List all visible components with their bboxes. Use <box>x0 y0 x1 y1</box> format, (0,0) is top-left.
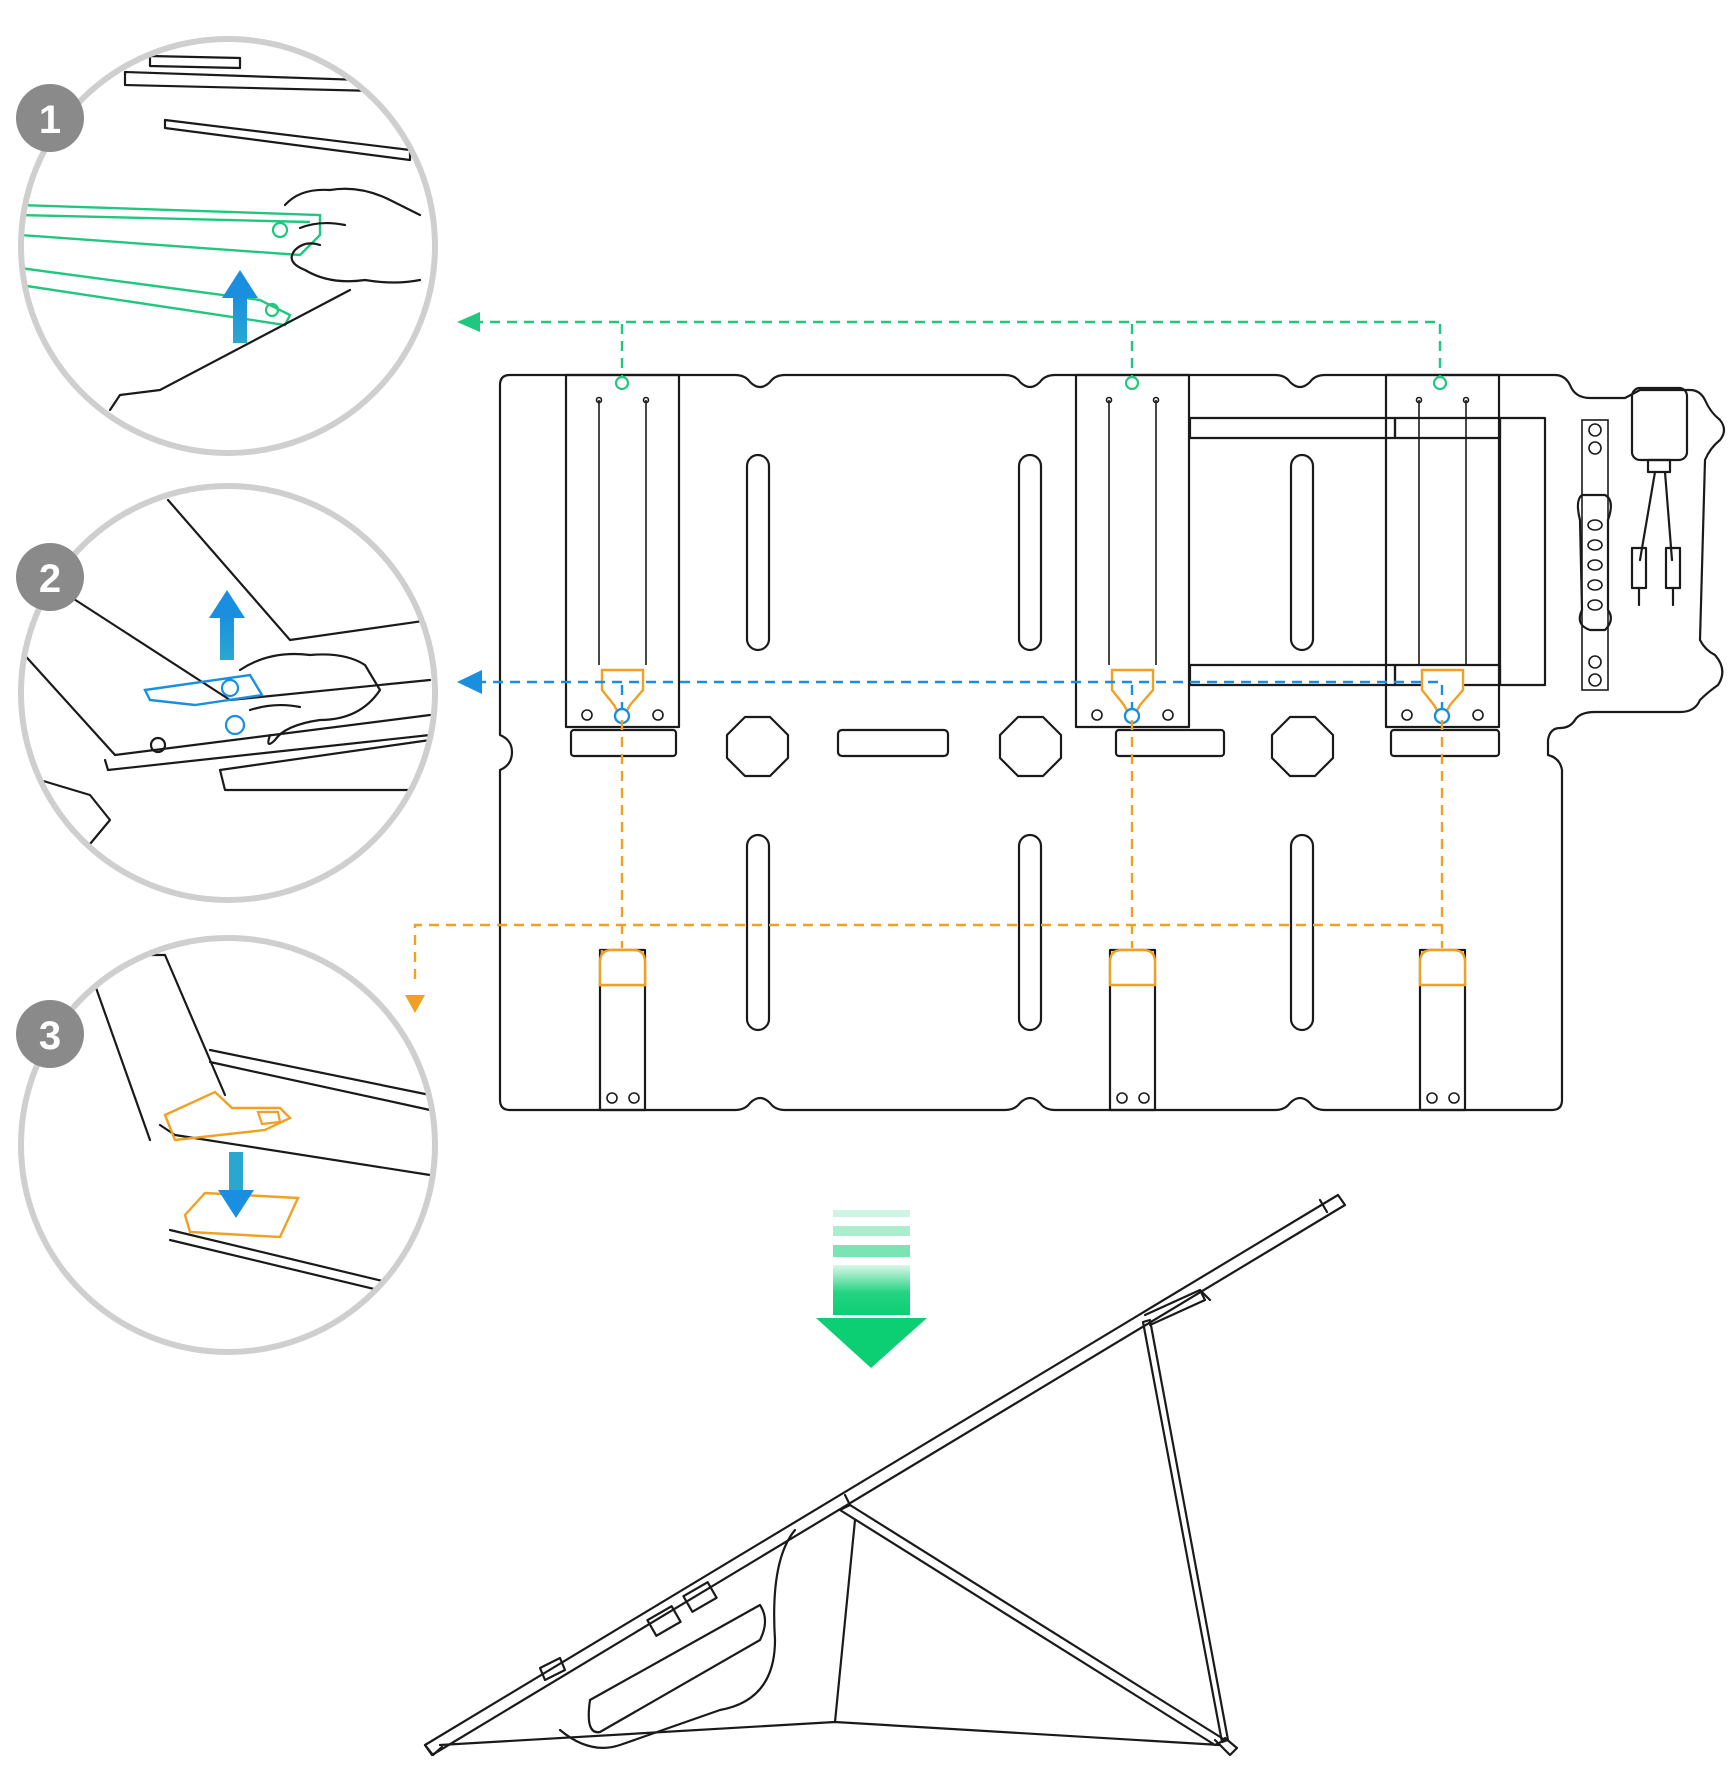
lift-up-arrow-icon <box>222 270 258 343</box>
green-arrow-left-icon <box>457 312 480 332</box>
step-1-detail: 1 <box>16 36 438 456</box>
step-1-circle <box>18 36 438 456</box>
orange-arrow-down-icon <box>405 995 425 1013</box>
step-1-number: 1 <box>39 98 61 142</box>
lift-latch-arrow-icon <box>209 590 245 660</box>
step-2-circle <box>18 483 438 903</box>
orange-tab-upper <box>163 1090 293 1142</box>
transition-arrow-down-icon <box>816 1210 927 1368</box>
green-indicator <box>457 312 1448 391</box>
blue-latch <box>143 673 264 736</box>
step-1-badge: 1 <box>16 84 84 152</box>
junction-box <box>1630 386 1689 607</box>
blue-arrow-left-icon <box>457 670 482 694</box>
orange-indicator <box>405 720 1444 1013</box>
orange-tab-lower <box>183 1191 300 1239</box>
lower-tab-arrow-icon <box>218 1152 254 1218</box>
step-3-circle <box>18 935 438 1355</box>
step-3-number: 3 <box>39 1014 61 1058</box>
solar-panel-top-view <box>498 373 1726 1112</box>
step-2-number: 2 <box>39 557 61 601</box>
assembled-stand-side-view <box>423 1193 1347 1757</box>
step-2-badge: 2 <box>16 543 84 611</box>
step-3-badge: 3 <box>16 1000 84 1068</box>
step-2-detail: 2 <box>16 483 438 903</box>
blue-indicator <box>457 670 1451 725</box>
green-leg <box>21 203 322 327</box>
step-3-detail: 3 <box>16 935 438 1355</box>
